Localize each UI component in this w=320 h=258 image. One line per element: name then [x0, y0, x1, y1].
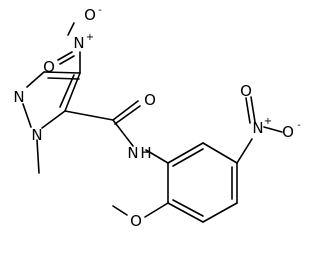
bond-benzene-2: [167, 202, 204, 223]
bond-ring-c5-c4: [64, 72, 81, 112]
amide-o-label: O: [144, 91, 156, 109]
nitro1-n-charge: +: [86, 32, 94, 43]
bond-ring-n2-n1: [22, 103, 32, 128]
bond-carbonyl-o-b: [114, 105, 141, 125]
nitro2-n-label: N: [252, 119, 263, 137]
bond-ring-n1-c5: [41, 110, 66, 129]
bond-n1-methyl: [36, 139, 40, 174]
bond-ring-c4-c3: [43, 71, 81, 74]
bond-nitro2-o-right: [263, 126, 283, 133]
bond-benzene-2-inner: [172, 199, 204, 217]
bond-nitro1-o-top: [67, 22, 75, 36]
amide-h-label: H: [140, 144, 151, 162]
nitro2-o-top-label: O: [240, 82, 252, 100]
bond-c5-carbonyl: [64, 110, 114, 121]
nitro1-o-top-charge: -: [98, 5, 102, 16]
bond-ring-methoxy-o: [144, 202, 169, 218]
bond-n-aryl: [145, 149, 169, 164]
bond-benzene-6: [167, 142, 204, 164]
bond-carbonyl-n: [112, 119, 134, 147]
bond-benzene-5: [202, 142, 238, 164]
nitro1-n-label: N: [73, 34, 84, 52]
amide-n-label: N: [127, 144, 138, 162]
bond-ring-c3-n2: [26, 71, 45, 88]
chemical-structure-diagram: O - N + O N N O N H O N + O - O: [13, 5, 302, 230]
nitro1-o-top-label: O: [84, 6, 96, 24]
bond-nitro1-o-bottom-b: [59, 55, 75, 65]
bond-carbonyl-o-a: [112, 100, 139, 121]
bond-ring-c5-c4-inner: [59, 74, 75, 108]
bond-benzene-6-inner: [172, 148, 204, 167]
pyrazole-n1-label: N: [31, 126, 42, 144]
pyrazole-n2-label: N: [13, 88, 24, 106]
methoxy-o-label: O: [130, 212, 142, 230]
bond-ring-nitro2: [236, 138, 253, 164]
nitro2-o-right-label: O: [282, 123, 294, 141]
molecule-svg: O - N + O N N O N H O N + O - O: [13, 5, 301, 230]
nitro2-o-right-charge: -: [297, 120, 301, 131]
bond-ring-c4-c3-inner: [47, 77, 80, 80]
bond-nitro1-o-bottom-a: [57, 51, 73, 61]
bond-nitro2-o-top-a: [245, 97, 251, 124]
bond-benzene-3: [202, 202, 238, 223]
nitro2-n-charge: +: [264, 116, 272, 127]
bond-methoxy-methyl: [112, 205, 128, 216]
bond-nitro2-o-top-b: [250, 96, 256, 123]
nitro1-o-bottom-label: O: [43, 58, 55, 76]
